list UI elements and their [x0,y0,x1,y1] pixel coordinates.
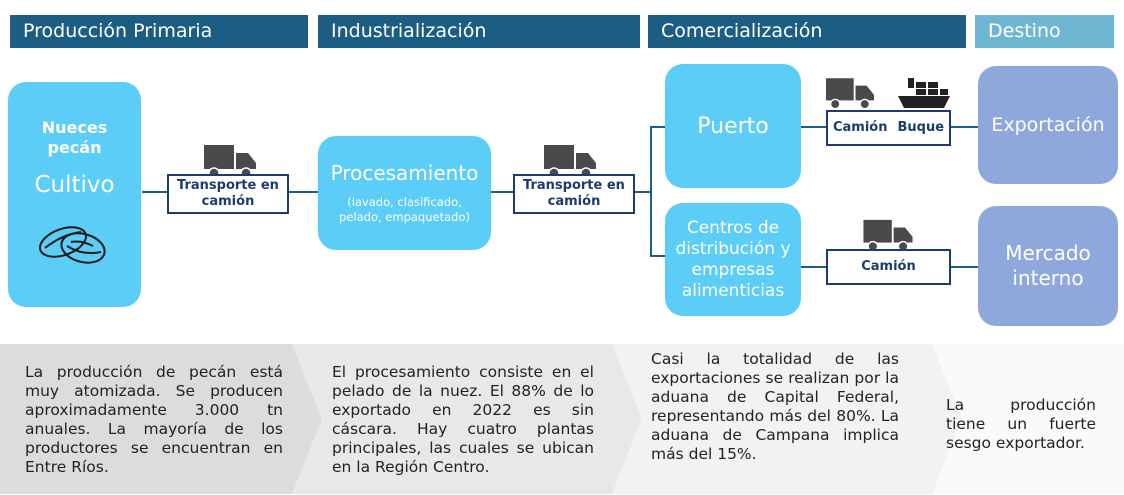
centros-transport-box: Camión [826,249,951,285]
centros-label: Centros de distribución y empresas alime… [675,217,791,301]
mercado-interno-box: Mercado interno [978,206,1118,326]
connector-line [650,126,652,256]
procesamiento-box: Procesamiento (lavado, clasificado, pela… [318,136,491,250]
camion-label: Camión [832,120,888,135]
transporte-label: Transporte en camión [167,174,289,214]
cultivo-box: Nueces pecán Cultivo [8,82,141,307]
procesamiento-detail: (lavado, clasificado, pelado, empaquetad… [339,195,470,224]
buque-label: Buque [897,120,945,135]
note-comercializacion: Casi la totalidad de las exportaciones s… [651,350,899,463]
truck-icon [544,145,596,179]
note-destino: La producción tiene un fuerte sesgo expo… [946,396,1096,452]
notes-arrow-band [0,344,1124,494]
truck-icon [826,78,874,110]
truck-icon [863,219,913,252]
pecan-nuts-icon [38,226,106,264]
cultivo-title: Cultivo [34,172,115,198]
note-industrializacion: El procesamiento consiste en el pelado d… [332,363,594,476]
connector-line [650,255,666,257]
transporte-label: Transporte en camión [513,174,635,214]
ship-icon [898,78,950,108]
exportacion-box: Exportación [978,66,1118,184]
puerto-box: Puerto [665,64,801,188]
centros-box: Centros de distribución y empresas alime… [665,203,801,316]
puerto-transport-box: Camión Buque [826,110,951,146]
header-destino: Destino [975,15,1114,48]
mercado-interno-label: Mercado interno [1005,241,1091,290]
header-comercializacion: Comercialización [648,15,966,48]
exportacion-label: Exportación [991,114,1105,136]
puerto-label: Puerto [697,113,769,139]
note-produccion: La producción de pecán está muy atomizad… [25,363,283,476]
procesamiento-title: Procesamiento [330,161,479,185]
connector-line [650,126,666,128]
header-industrializacion: Industrialización [318,15,640,48]
cultivo-subtitle: Nueces pecán [41,118,108,157]
header-produccion-primaria: Producción Primaria [10,15,308,48]
